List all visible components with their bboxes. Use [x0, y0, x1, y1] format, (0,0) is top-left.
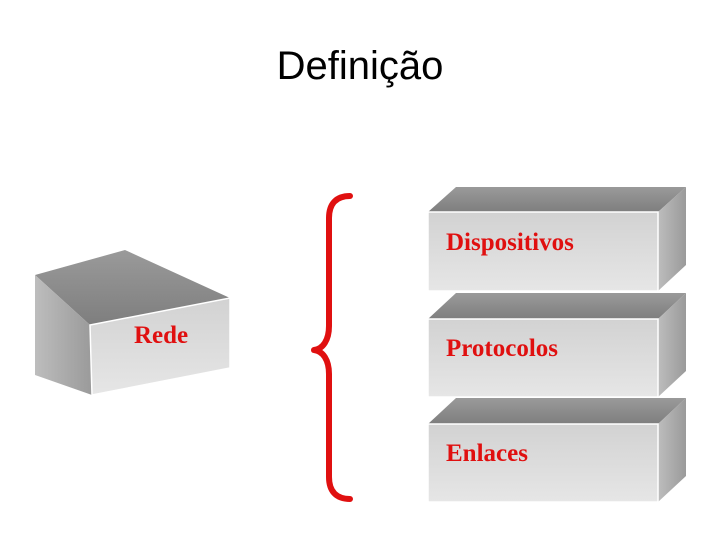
dispositivos-box-front: [427, 211, 659, 292]
enlaces-box-top: [428, 398, 686, 424]
enlaces-label: Enlaces: [446, 440, 528, 467]
page-title: Definição: [276, 44, 444, 88]
dispositivos-box-top: [428, 187, 686, 212]
enlaces-box-front: [427, 423, 659, 503]
dispositivos-box-side: [658, 187, 686, 291]
rede-box: Rede: [35, 250, 231, 396]
rede-box-front: [89, 297, 231, 396]
curly-brace: [311, 193, 353, 502]
rede-box-side: [35, 275, 92, 395]
dispositivos-box: Dispositivos: [427, 187, 686, 292]
protocolos-box-top: [428, 293, 686, 319]
enlaces-box-side: [658, 398, 686, 502]
protocolos-box-front: [427, 318, 659, 398]
rede-label: Rede: [134, 322, 188, 349]
enlaces-box: Enlaces: [427, 398, 686, 503]
rede-box-top: [35, 250, 230, 325]
protocolos-box-side: [658, 293, 686, 397]
protocolos-box: Protocolos: [427, 293, 686, 398]
protocolos-label: Protocolos: [446, 335, 558, 362]
dispositivos-label: Dispositivos: [446, 229, 574, 256]
